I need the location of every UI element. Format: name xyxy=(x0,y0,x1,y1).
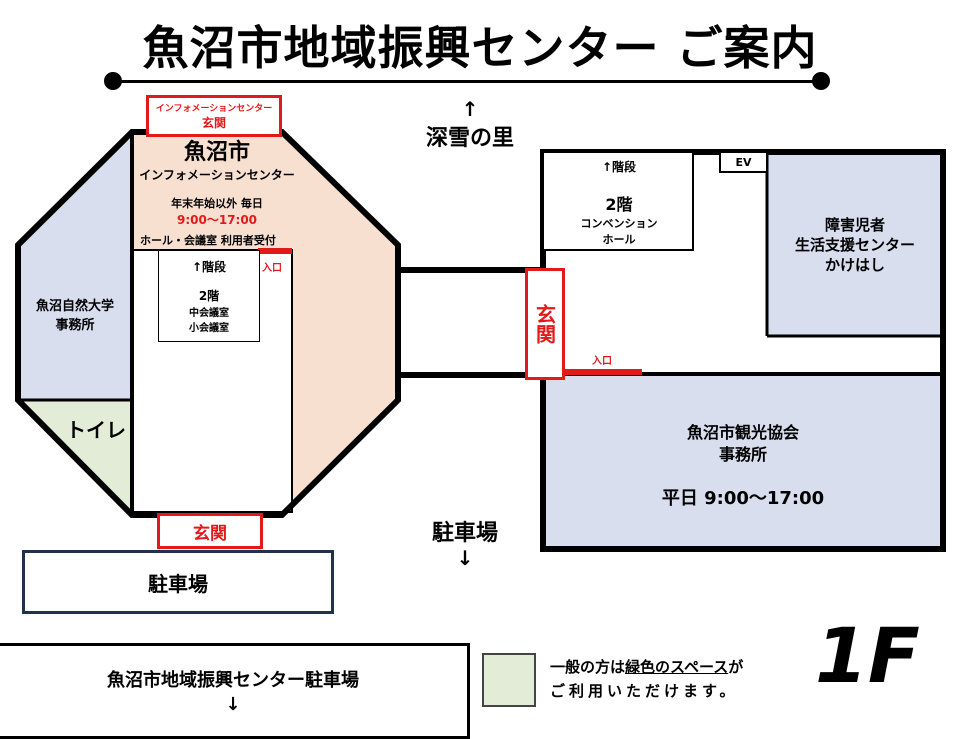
kakehashi-line1: 障害児者 xyxy=(824,216,885,234)
info-center: 魚沼市 インフォメーションセンター 年末年始以外 毎日 9:00〜17:00 xyxy=(132,140,302,228)
right-stairs-box xyxy=(542,151,694,251)
title-line-left-dot xyxy=(104,72,122,90)
top-direction-label: 深雪の里 xyxy=(425,126,514,151)
title-line-right-dot xyxy=(812,72,830,90)
corridor-entrance: 玄関 xyxy=(525,268,565,380)
bottom-entrance-label: 玄関 xyxy=(193,523,227,544)
legend-part1: 一般の方は xyxy=(550,658,626,676)
info-center-hours-label: 年末年始以外 毎日 xyxy=(171,197,263,210)
nature-univ-line2: 事務所 xyxy=(55,318,95,333)
info-center-reception: ホール・会議室 利用者受付 xyxy=(140,234,276,247)
legend-part3: が xyxy=(728,658,744,676)
tourism-line1: 魚沼市観光協会 xyxy=(686,423,799,442)
nature-univ-office: 魚沼自然大学 事務所 xyxy=(20,295,130,333)
mid-direction-label: 駐車場 xyxy=(431,521,498,546)
info-center-hours: 9:00〜17:00 xyxy=(176,213,258,227)
corridor-entrance-label: 玄関 xyxy=(532,304,557,344)
page-title: 魚沼市地域振興センター ご案内 xyxy=(142,21,818,75)
title-underline xyxy=(112,80,822,83)
right-stairs-room1: コンベンション xyxy=(580,216,658,230)
tourism-area xyxy=(543,374,943,549)
mid-direction: 駐車場 ↓ xyxy=(410,515,520,569)
floor-label: 1F xyxy=(815,611,920,700)
legend-part2: 緑色のスペース xyxy=(625,658,729,676)
info-center-name: 魚沼市 xyxy=(183,140,250,165)
nature-univ-area xyxy=(18,132,132,400)
toilet-label: トイレ xyxy=(66,418,126,442)
tourism-hours: 平日 9:00〜17:00 xyxy=(661,488,825,509)
left-stairs-room2: 小会議室 xyxy=(189,323,229,334)
ev-box xyxy=(719,151,768,173)
ev-label: EV xyxy=(735,156,752,169)
parking-left-label: 駐車場 xyxy=(148,571,208,596)
top-entrance-label2: 玄関 xyxy=(201,116,226,130)
left-stairs-floor: 2階 xyxy=(198,289,220,303)
top-entrance: インフォメーションセンター 玄関 xyxy=(146,95,282,137)
nature-univ-line1: 魚沼自然大学 xyxy=(35,299,114,314)
bottom-parking-down-arrow-icon: ↓ xyxy=(225,694,241,715)
bottom-parking: 魚沼市地域振興センター駐車場 ↓ xyxy=(0,643,470,739)
legend-line1: 一般の方は緑色のスペースが xyxy=(550,656,743,677)
kakehashi-area xyxy=(767,152,943,336)
kakehashi-line2: 生活支援センター xyxy=(794,236,915,254)
legend-green-swatch xyxy=(482,653,536,707)
left-stairs-box: ↑階段 2階 中会議室 小会議室 xyxy=(158,250,260,342)
top-direction: ↑ 深雪の里 xyxy=(410,98,530,152)
right-stairs-floor: 2階 xyxy=(605,194,633,214)
bottom-entrance: 玄関 xyxy=(157,513,263,549)
left-building-outline xyxy=(15,129,401,518)
info-center-sub: インフォメーションセンター xyxy=(139,168,295,182)
left-entry-bar xyxy=(258,248,292,254)
right-entry-label: 入口 xyxy=(592,356,612,367)
down-arrow-icon: ↓ xyxy=(456,546,474,570)
left-stairs-arrow: ↑階段 xyxy=(191,260,227,274)
kakehashi-line3: かけはし xyxy=(824,256,885,274)
tourism-line2: 事務所 xyxy=(718,445,767,464)
bottom-parking-label: 魚沼市地域振興センター駐車場 xyxy=(107,670,359,691)
ev-label-box: EV xyxy=(720,153,767,172)
right-stairs-room2: ホール xyxy=(602,232,636,246)
up-arrow-icon: ↑ xyxy=(461,97,479,121)
top-entrance-label1: インフォメーションセンター xyxy=(155,104,273,114)
legend-line2: ご利用いただけます。 xyxy=(550,682,739,700)
left-stairs-room1: 中会議室 xyxy=(189,308,229,319)
right-entry-bar xyxy=(560,369,642,375)
tourism-office: 魚沼市観光協会 事務所 平日 9:00〜17:00 xyxy=(543,422,943,510)
left-entry-label: 入口 xyxy=(262,263,282,274)
right-stairs: ↑階段 2階 コンベンション ホール xyxy=(546,156,692,248)
right-stairs-arrow: ↑階段 xyxy=(601,159,637,174)
kakehashi-office: 障害児者 生活支援センター かけはし xyxy=(767,215,943,275)
parking-left: 駐車場 xyxy=(22,550,334,614)
